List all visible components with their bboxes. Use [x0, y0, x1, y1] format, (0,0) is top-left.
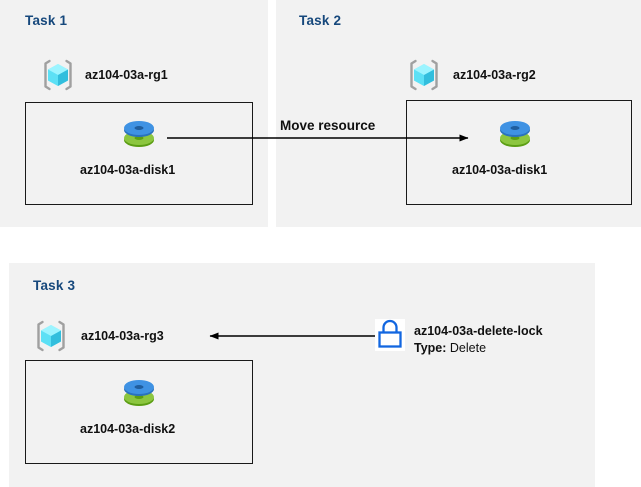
move-resource-arrow	[167, 134, 469, 142]
task3-resource-label: az104-03a-disk2	[80, 422, 176, 436]
move-resource-label: Move resource	[280, 118, 376, 133]
task1-heading: Task 1	[25, 13, 68, 28]
task2-resource-label: az104-03a-disk1	[452, 163, 548, 177]
task3-resource-group-label: az104-03a-rg3	[81, 329, 164, 343]
task3-resource-box	[25, 360, 253, 464]
delete-lock-label: az104-03a-delete-lock	[414, 324, 543, 338]
task3-panel	[9, 263, 595, 487]
task1-panel	[0, 0, 268, 227]
resource-group-icon	[406, 57, 442, 93]
task1-resource-label: az104-03a-disk1	[80, 163, 176, 177]
managed-disk-icon	[119, 112, 159, 152]
resource-group-icon	[40, 57, 76, 93]
lock-apply-arrow	[209, 332, 380, 340]
delete-lock-type-key: Type:	[414, 341, 447, 355]
task1-resource-box	[25, 102, 253, 205]
task2-heading: Task 2	[299, 13, 342, 28]
managed-disk-icon	[119, 371, 159, 411]
managed-disk-icon	[495, 112, 535, 152]
delete-lock-type-value: Delete	[449, 341, 487, 355]
task3-heading: Task 3	[33, 278, 76, 293]
delete-lock-type: Type: Delete	[414, 341, 486, 355]
padlock-icon	[375, 319, 405, 351]
task1-resource-group-label: az104-03a-rg1	[85, 68, 168, 82]
task2-resource-box	[406, 100, 632, 205]
task2-resource-group-label: az104-03a-rg2	[453, 68, 536, 82]
task2-panel	[276, 0, 641, 227]
resource-group-icon	[33, 318, 69, 354]
